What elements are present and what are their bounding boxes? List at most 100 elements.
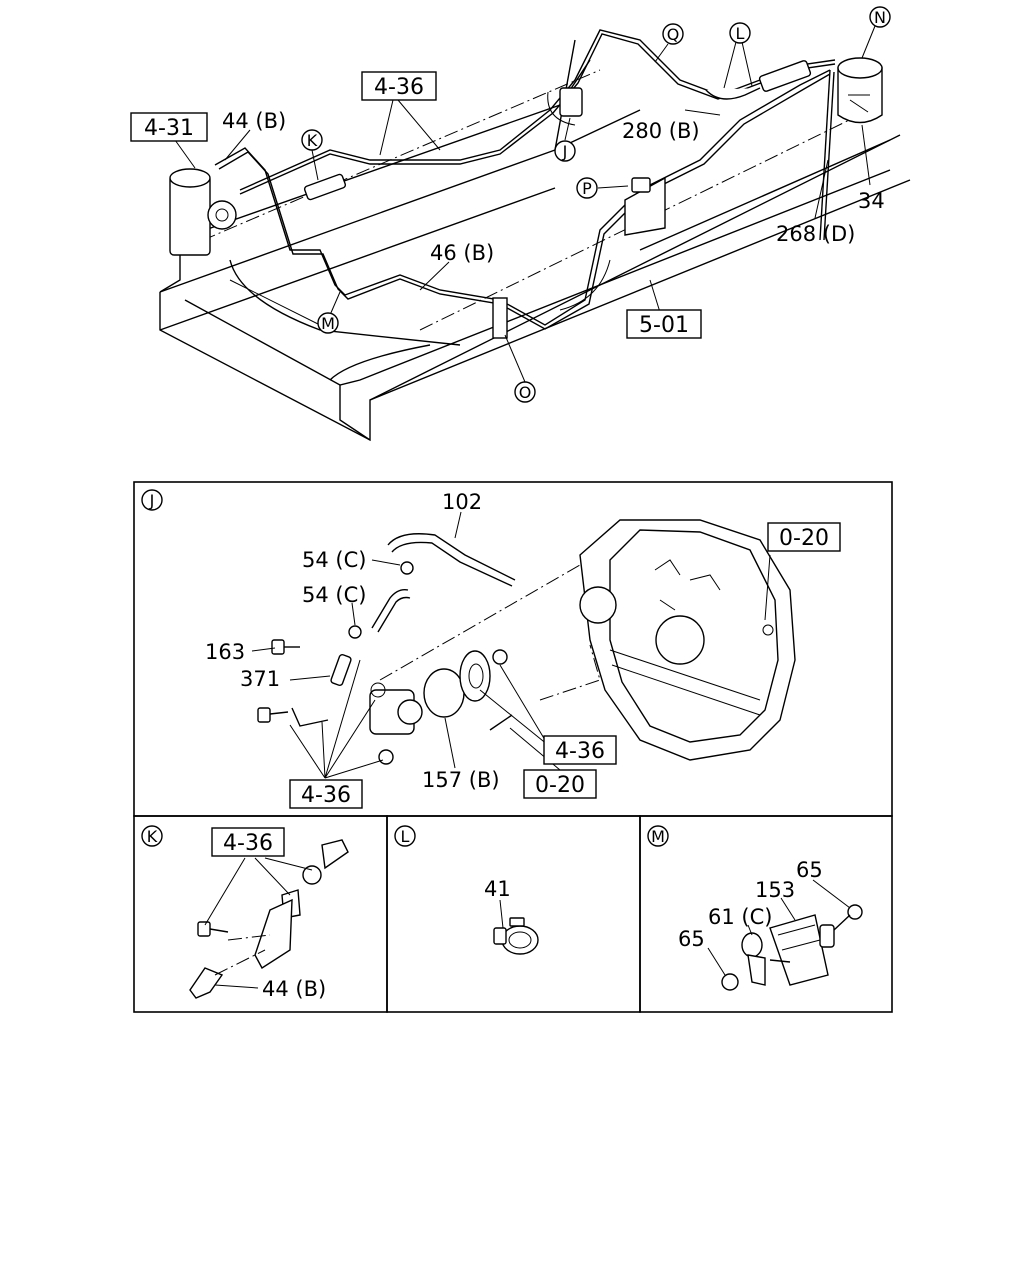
guide-line xyxy=(379,564,581,681)
label-268d: 268 (D) xyxy=(776,222,855,246)
pipe-routes xyxy=(214,29,836,330)
nut-65-lower xyxy=(721,973,739,991)
svg-text:N: N xyxy=(874,8,886,27)
svg-text:0-20: 0-20 xyxy=(779,526,829,551)
fitting-371 xyxy=(330,653,352,687)
cushion-61c xyxy=(741,932,766,986)
panel-j-tag: J xyxy=(141,489,163,511)
panel-l-tag: L xyxy=(394,825,416,847)
svg-text:K: K xyxy=(307,131,318,150)
panel-m-tag: M xyxy=(647,825,669,847)
master-cylinder xyxy=(169,168,237,256)
callout-p: P xyxy=(576,177,598,199)
leader-lines xyxy=(174,25,876,383)
svg-text:0-20: 0-20 xyxy=(535,773,585,798)
svg-text:4-36: 4-36 xyxy=(223,831,273,856)
valve-j xyxy=(547,87,583,126)
svg-text:J: J xyxy=(562,142,568,161)
callout-j: J xyxy=(554,140,576,162)
clamp-54c-upper xyxy=(400,561,414,575)
panel-k: K 4-36 44 (B) xyxy=(133,815,388,1013)
svg-text:J: J xyxy=(149,491,155,510)
label-54c-upper: 54 (C) xyxy=(302,548,366,572)
gear xyxy=(459,650,491,702)
svg-text:L: L xyxy=(736,24,745,43)
flywheel-housing xyxy=(579,519,796,761)
reservoir-tank xyxy=(837,57,883,124)
ref-box-4-31: 4-31 xyxy=(130,112,208,142)
stud-m xyxy=(769,914,851,963)
bolt-lower xyxy=(257,707,289,723)
svg-text:4-31: 4-31 xyxy=(144,116,194,141)
panel-k-tag: K xyxy=(141,825,163,847)
label-44b-k: 44 (B) xyxy=(262,977,326,1001)
label-41: 41 xyxy=(484,877,511,901)
top-assembly: 4-31 4-36 5-01 44 (B) 46 (B) 280 (B) 268… xyxy=(130,6,911,442)
hose-lower xyxy=(371,588,411,633)
svg-text:4-36: 4-36 xyxy=(555,739,605,764)
svg-text:P: P xyxy=(582,179,592,198)
label-44b: 44 (B) xyxy=(222,109,286,133)
fitting-k xyxy=(303,173,347,201)
nut-lower xyxy=(378,749,394,765)
ref-box-0-20-lower: 0-20 xyxy=(523,769,597,799)
leader-lines-k xyxy=(204,857,313,989)
svg-text:4-36: 4-36 xyxy=(374,75,424,100)
ref-box-4-36-gear: 4-36 xyxy=(543,735,617,765)
label-34: 34 xyxy=(858,189,885,213)
ref-box-0-20-upper: 0-20 xyxy=(767,522,841,552)
svg-text:4-36: 4-36 xyxy=(301,783,351,808)
stud-0-20 xyxy=(489,714,513,731)
panel-l: L 41 xyxy=(386,815,641,1013)
ref-box-4-36: 4-36 xyxy=(361,71,437,101)
fitting-assembly-k xyxy=(189,839,349,999)
callout-l: L xyxy=(729,22,751,44)
svg-text:Q: Q xyxy=(667,25,680,44)
vacuum-pump xyxy=(369,682,423,735)
mount-153 xyxy=(769,914,835,986)
ref-box-4-36-k: 4-36 xyxy=(211,827,285,857)
label-371: 371 xyxy=(240,667,280,691)
label-61c: 61 (C) xyxy=(708,905,772,929)
label-65-lower: 65 xyxy=(678,927,705,951)
callout-q: Q xyxy=(662,23,684,45)
svg-text:5-01: 5-01 xyxy=(639,313,689,338)
leader-lines-m xyxy=(707,879,851,976)
callout-k: K xyxy=(301,129,323,151)
guide-line xyxy=(227,934,271,941)
svg-text:M: M xyxy=(651,827,665,846)
label-46b: 46 (B) xyxy=(430,241,494,265)
callout-o: O xyxy=(514,381,536,403)
hose-102 xyxy=(387,533,516,587)
callout-n: N xyxy=(869,6,891,28)
label-54c-lower: 54 (C) xyxy=(302,583,366,607)
chassis-frame xyxy=(159,39,911,442)
bolt-163 xyxy=(271,639,300,655)
label-65-upper: 65 xyxy=(796,858,823,882)
guide-line xyxy=(214,949,266,976)
svg-text:O: O xyxy=(519,383,532,402)
hose-clamp-41 xyxy=(493,917,539,955)
leader-line-41 xyxy=(499,899,504,929)
label-163: 163 xyxy=(205,640,245,664)
guide-line xyxy=(539,644,601,701)
label-102: 102 xyxy=(442,490,482,514)
ref-box-5-01: 5-01 xyxy=(626,309,702,339)
label-157b: 157 (B) xyxy=(422,768,500,792)
leader-lines-j xyxy=(251,511,771,779)
svg-text:M: M xyxy=(321,314,335,333)
clamp-54c-lower xyxy=(348,625,362,639)
callout-m: M xyxy=(317,312,339,334)
label-280b: 280 (B) xyxy=(622,119,700,143)
panel-m: M 65 153 61 (C) 65 xyxy=(639,815,893,1013)
svg-text:L: L xyxy=(401,827,410,846)
nut-gear xyxy=(492,649,508,665)
svg-text:K: K xyxy=(147,827,158,846)
bracket-p xyxy=(624,176,666,236)
o-ring-157b xyxy=(423,668,465,718)
pipe-bend xyxy=(291,707,329,727)
nut-65-upper xyxy=(847,904,863,920)
label-153: 153 xyxy=(755,878,795,902)
clip-o xyxy=(492,297,508,339)
